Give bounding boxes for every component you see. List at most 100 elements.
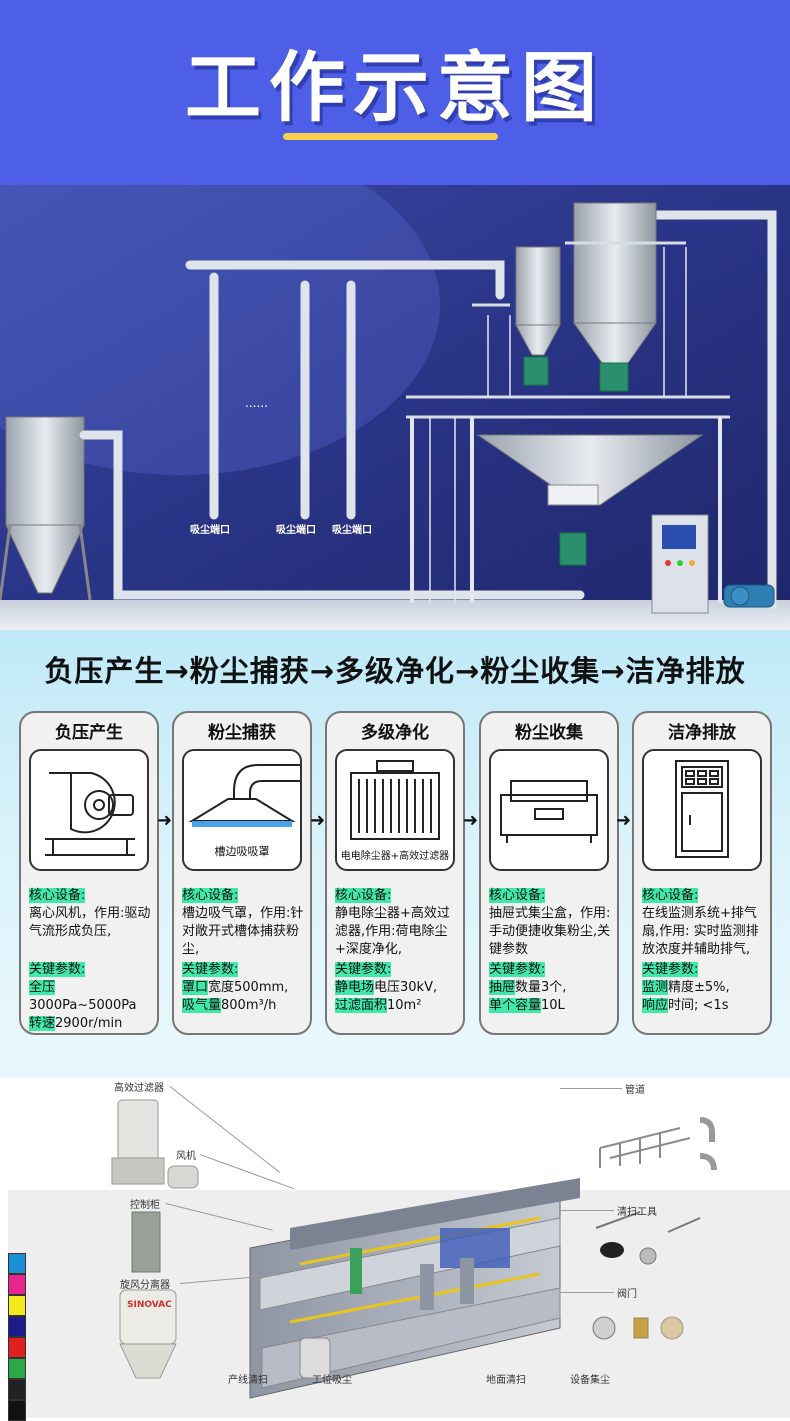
param-label: 关键参数: (489, 962, 546, 977)
label-cleaning-tools: 清扫工具 (617, 1207, 657, 1218)
param-value: 精度±5%, (668, 980, 730, 995)
title-underline (283, 133, 498, 140)
valve-3 (660, 1316, 684, 1340)
filter-bank (440, 1228, 510, 1268)
color-swatch (8, 1400, 26, 1421)
cyclone-separator-unit (119, 1289, 177, 1345)
color-swatch (8, 1274, 26, 1295)
fan-unit (167, 1165, 199, 1189)
color-swatch-strip (8, 1253, 26, 1421)
elbow-fitting (699, 1117, 715, 1142)
cyclone-collector (0, 416, 92, 601)
param-value: 3000Pa~5000Pa (29, 998, 137, 1013)
param-value: 10L (541, 998, 565, 1013)
flow-card-1: 负压产生 核心设备: 离心风机，作用:驱动气流形成负压, 关键参数: 全压 300… (19, 711, 159, 1035)
platform-legs (410, 417, 722, 603)
valve-2 (633, 1317, 649, 1339)
centrifugal-fan-icon (45, 772, 135, 856)
exhaust-fan (723, 584, 775, 608)
flow-card-3: 多级净化 电电除尘器+高效过滤器 核心设备: 静电除尘器+高效过滤器,作用:荷电… (325, 711, 465, 1035)
port-label-1: 吸尘端口 (190, 523, 230, 536)
param-key: 吸气量 (182, 998, 222, 1013)
flow-title: 负压产生→粉尘捕获→多级净化→粉尘收集→洁净排放 (44, 654, 746, 688)
flow-arrow-2: ➜ (310, 810, 326, 831)
color-swatch (8, 1358, 26, 1379)
label-equipment-collection: 设备集尘 (570, 1375, 610, 1386)
param-key: 单个容量 (489, 998, 542, 1013)
equip-label: 核心设备: (489, 888, 546, 903)
page-title: 工作示意图 (185, 43, 605, 132)
filter-picture: 电电除尘器+高效过滤器 (335, 749, 455, 871)
drawer-picture (489, 749, 609, 871)
param-key: 抽屉 (489, 980, 516, 995)
suction-hood-icon (188, 764, 300, 827)
equip-text: 在线监测系统+排气扇,作用: 实时监测排放浓度并辅助排气, (642, 906, 759, 957)
filter-tower-large (573, 202, 657, 392)
control-cabinet (651, 514, 709, 614)
factory-scene: ...... 吸尘端口 吸尘端口 吸尘端口 (0, 185, 790, 630)
label-pipes: 管道 (625, 1085, 645, 1096)
fan-picture (29, 749, 149, 871)
flow-card-5: 洁净排放 核心设备: 在线监测系统+排气扇,作用: 实时监测排放浓度并辅助排气,… (632, 711, 772, 1035)
flow-arrow-4: ➜ (616, 810, 632, 831)
param-key: 转速 (29, 1016, 56, 1031)
leader-line (560, 1088, 622, 1089)
param-key: 全压 (29, 980, 56, 995)
card-title: 粉尘捕获 (208, 723, 276, 743)
yellow-ducts (289, 1216, 541, 1324)
param-value: 10m² (387, 998, 422, 1013)
card-title: 负压产生 (55, 723, 123, 743)
electrostatic-filter-icon (350, 760, 440, 840)
cleaning-tools (595, 1211, 701, 1233)
label-cyclone-separator: 旋风分离器 (120, 1280, 170, 1291)
building-cutaway: SINOVAC (8, 1099, 790, 1418)
equip-label: 核心设备: (335, 888, 392, 903)
pic-caption: 槽边吸吸罩 (214, 845, 270, 858)
param-key: 监测 (642, 980, 669, 995)
equip-text: 离心风机，作用:驱动气流形成负压, (29, 906, 151, 939)
port-label-2: 吸尘端口 (276, 523, 316, 536)
color-swatch (8, 1295, 26, 1316)
label-hepa-filter: 高效过滤器 (114, 1083, 164, 1094)
hood-picture: 槽边吸吸罩 (182, 749, 302, 871)
duct-network (79, 210, 777, 610)
param-value: 电压30kV, (374, 980, 438, 995)
param-key: 响应 (642, 998, 669, 1013)
brand-logo: SINOVAC (127, 1300, 172, 1310)
equip-text: 槽边吸气罩，作用:针对敞开式槽体捕获粉尘, (182, 906, 304, 957)
platform-rails (406, 241, 730, 419)
param-label: 关键参数: (335, 962, 392, 977)
param-label: 关键参数: (642, 962, 699, 977)
flow-arrow-1: ➜ (157, 810, 173, 831)
color-swatch (8, 1253, 26, 1274)
pic-caption: 电电除尘器+高效过滤器 (340, 851, 450, 862)
label-fan: 风机 (176, 1151, 196, 1162)
leader-line (560, 1210, 614, 1211)
monitor-picture (642, 749, 762, 871)
leader-line (560, 1292, 614, 1293)
card-title: 粉尘收集 (515, 723, 583, 743)
param-label: 关键参数: (29, 962, 86, 977)
card-title: 洁净排放 (668, 723, 736, 743)
label-floor-cleaning: 地面清扫 (486, 1375, 526, 1386)
color-swatch (8, 1316, 26, 1337)
ladders (429, 247, 687, 603)
param-key: 罩口 (182, 980, 209, 995)
param-key: 静电场 (335, 980, 375, 995)
param-value: 2900r/min (55, 1016, 123, 1031)
param-value: 时间; <1s (668, 998, 729, 1013)
label-line-cleaning: 产线清扫 (228, 1375, 268, 1386)
rotary-valve (559, 532, 587, 566)
color-swatch (8, 1337, 26, 1358)
param-value: 数量3个, (515, 980, 567, 995)
flow-card-4: 粉尘收集 核心设备: 抽屉式集尘盒，作用:手动便捷收集粉尘,关键参数 关键参数:… (479, 711, 619, 1035)
card-title: 多级净化 (361, 723, 429, 743)
control-cabinet-unit (131, 1211, 161, 1273)
equip-label: 核心设备: (29, 888, 86, 903)
flow-card-2: 粉尘捕获 槽边吸吸罩 核心设备: 槽边吸气罩，作用:针对敞开式槽体捕获粉尘, 关… (172, 711, 312, 1035)
monitor-cabinet-icon (675, 760, 729, 858)
equip-label: 核心设备: (182, 888, 239, 903)
label-station-suction: 工位吸尘 (312, 1375, 352, 1386)
param-label: 关键参数: (182, 962, 239, 977)
dust-drawer-icon (500, 780, 598, 843)
